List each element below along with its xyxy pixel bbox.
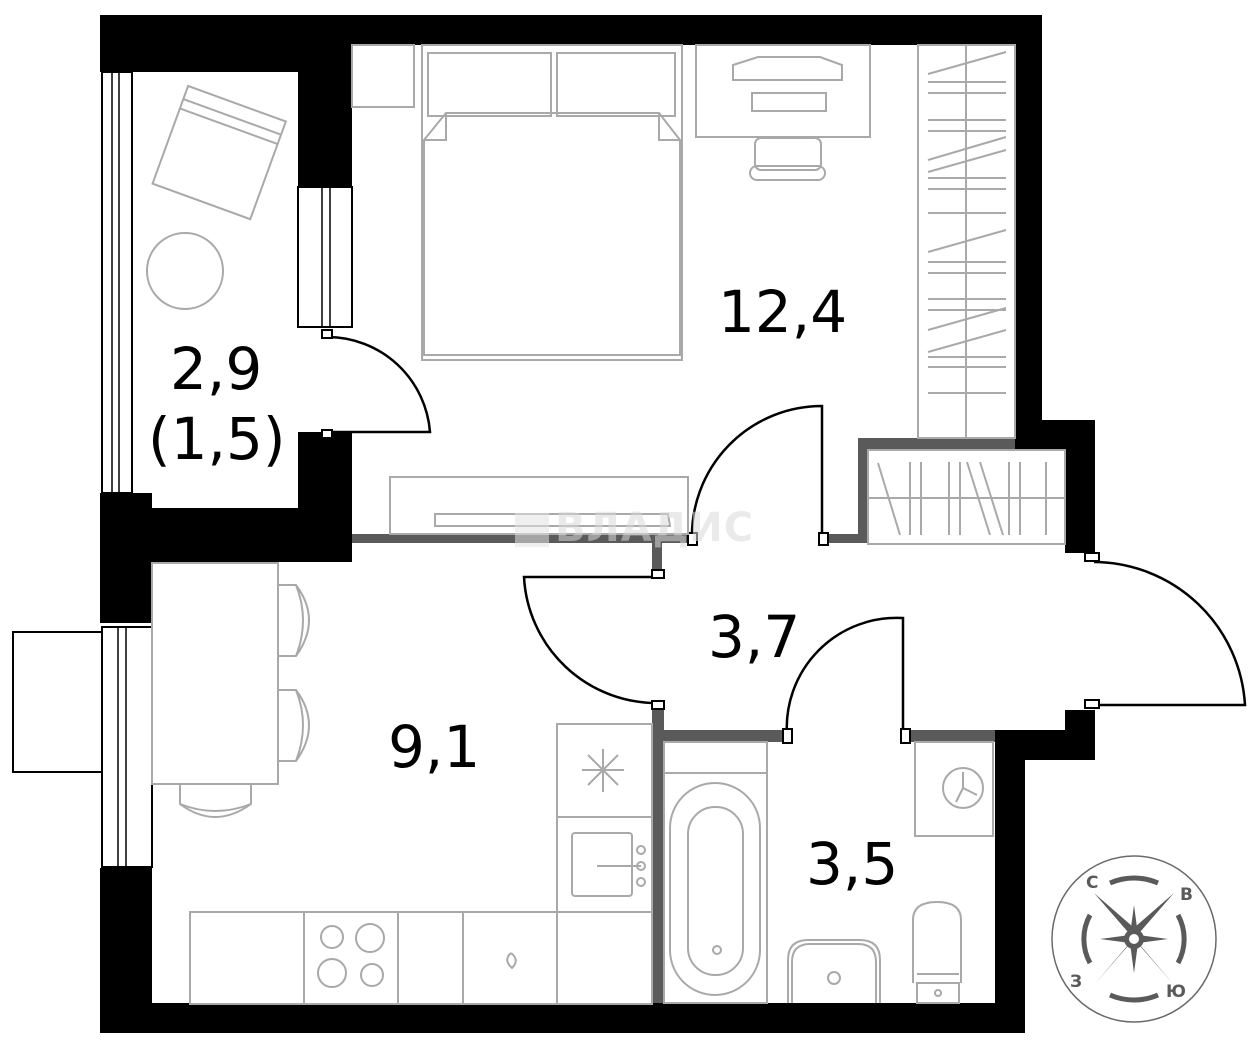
oven-icon <box>571 832 646 897</box>
stove-icon <box>317 923 385 988</box>
compass-north: С <box>1086 873 1099 893</box>
compass: С В З Ю <box>1050 855 1218 1023</box>
room-area-hallway: 3,7 <box>708 603 801 671</box>
compass-east: В <box>1180 885 1193 905</box>
hall-closet-icon <box>867 449 1066 545</box>
watermark-house-icon <box>515 513 549 547</box>
bed-icon <box>421 44 683 361</box>
watermark: ВЛАДИС <box>515 505 754 551</box>
windows <box>12 71 353 868</box>
doors <box>321 329 1247 744</box>
wardrobe-icon <box>917 44 1016 439</box>
sink-drop-icon <box>506 952 517 970</box>
room-subarea-balcony: (1,5) <box>148 405 286 473</box>
room-area-balcony: 2,9 <box>170 335 263 403</box>
nightstand-icon <box>351 44 415 108</box>
bathtub-icon <box>669 782 761 996</box>
room-area-bathroom: 3,5 <box>806 830 899 898</box>
round-table-icon <box>146 232 224 310</box>
exterior-walls <box>100 15 1095 1033</box>
chair-icon <box>179 784 252 818</box>
washing-machine-icon <box>914 741 994 837</box>
toilet-icon <box>912 900 962 1004</box>
dining-table-icon <box>151 562 279 785</box>
compass-rose-icon <box>1051 855 1217 1023</box>
compass-west: З <box>1070 972 1083 992</box>
chair-icon <box>278 584 310 657</box>
washbasin-icon <box>787 939 881 1003</box>
compass-south: Ю <box>1166 982 1186 1002</box>
kitchen-furniture <box>151 562 653 1005</box>
room-area-kitchen: 9,1 <box>388 713 481 781</box>
desk-icon <box>695 44 871 138</box>
room-area-bedroom: 12,4 <box>718 278 848 346</box>
bathroom-furniture <box>663 741 994 1004</box>
freezer-snowflake-icon <box>582 749 624 792</box>
chair-icon <box>278 689 310 762</box>
armchair-icon <box>151 84 288 221</box>
office-chair-icon <box>749 137 826 181</box>
bedroom-furniture <box>351 44 1016 535</box>
